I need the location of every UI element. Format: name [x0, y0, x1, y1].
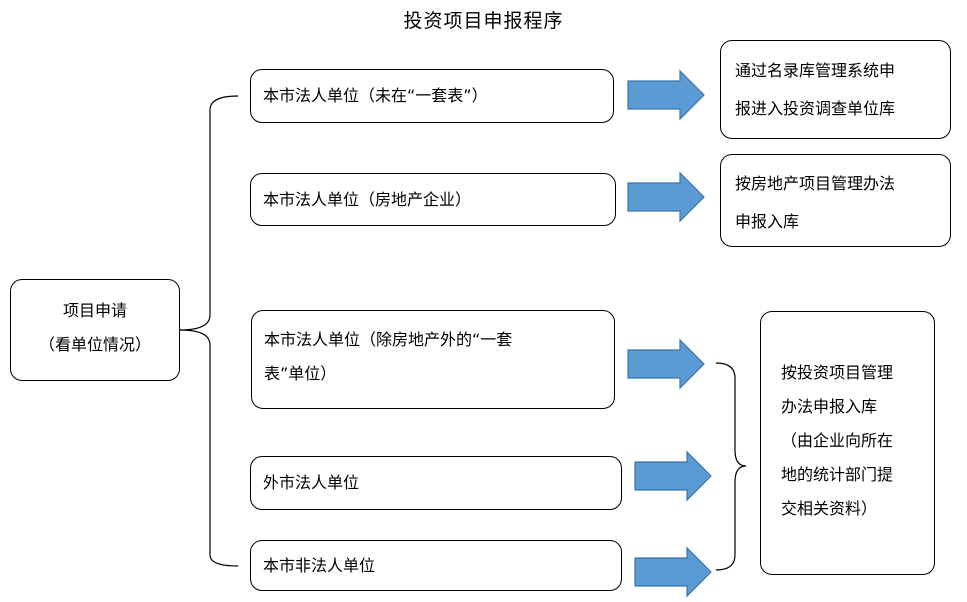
arrow-3: [627, 338, 705, 390]
category-node-5: 本市非法人单位: [250, 540, 622, 591]
category-label-3: 本市法人单位（除房地产外的“一套 表”单位）: [264, 330, 513, 383]
right-bracket: [715, 362, 747, 571]
result-node-2: 按房地产项目管理办法 申报入库: [720, 154, 951, 247]
category-label-5: 本市非法人单位: [263, 556, 376, 575]
category-node-2: 本市法人单位（房地产企业）: [250, 173, 616, 226]
root-node: 项目申请 （看单位情况）: [10, 279, 180, 381]
result-label-3: 按投资项目管理 办法申报入库 （由企业向所在 地的统计部门提 交相关资料）: [781, 363, 894, 518]
category-node-1: 本市法人单位（未在“一套表”）: [250, 69, 614, 123]
result-node-3: 按投资项目管理 办法申报入库 （由企业向所在 地的统计部门提 交相关资料）: [760, 311, 935, 575]
arrow-4: [634, 450, 712, 502]
arrow-2: [627, 171, 705, 223]
category-node-3: 本市法人单位（除房地产外的“一套 表”单位）: [251, 310, 615, 409]
result-label-1: 通过名录库管理系统申 报进入投资调查单位库: [735, 61, 896, 118]
category-label-2: 本市法人单位（房地产企业）: [263, 190, 472, 209]
result-node-1: 通过名录库管理系统申 报进入投资调查单位库: [720, 40, 951, 139]
left-bracket: [179, 95, 239, 331]
result-label-2: 按房地产项目管理办法 申报入库: [735, 174, 896, 231]
diagram-title: 投资项目申报程序: [403, 10, 564, 32]
arrow-5: [634, 546, 712, 598]
left-bracket-lower: [179, 329, 239, 567]
category-label-4: 外市法人单位: [263, 473, 360, 492]
category-label-1: 本市法人单位（未在“一套表”）: [263, 86, 488, 105]
category-node-4: 外市法人单位: [250, 456, 622, 510]
root-node-label: 项目申请 （看单位情况）: [38, 301, 151, 354]
arrow-1: [627, 69, 705, 121]
